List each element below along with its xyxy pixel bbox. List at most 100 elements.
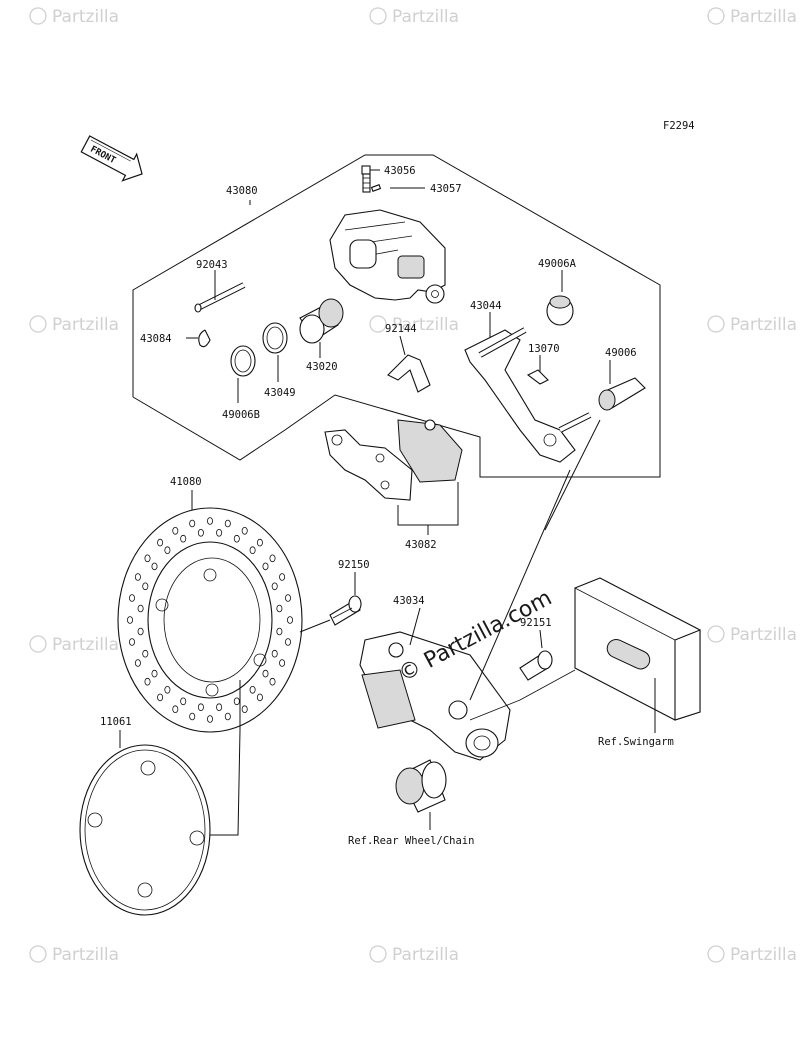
caliper-pin <box>194 282 246 313</box>
watermark-copyright-icon <box>707 625 725 643</box>
piston-seal <box>230 345 256 377</box>
disc-hole <box>164 546 171 554</box>
label-11061: 11061 <box>100 716 132 728</box>
disc-hole <box>172 705 179 713</box>
label-92144: 92144 <box>385 323 417 335</box>
disc-bolt <box>329 595 362 626</box>
disc-hole <box>249 546 256 554</box>
watermark-copyright-icon <box>369 7 387 25</box>
disc-hole <box>134 659 141 667</box>
caliper-bracket <box>464 327 592 463</box>
pad-spring <box>387 354 431 393</box>
disc-hole <box>127 616 134 624</box>
disc-hole <box>241 526 248 535</box>
disc-hole <box>197 703 204 711</box>
watermark: Partzilla <box>52 315 119 335</box>
disc-hole <box>269 554 276 563</box>
label-49006a: 49006A <box>538 258 577 270</box>
watermark: Partzilla <box>392 945 459 965</box>
label-43084: 43084 <box>140 333 172 345</box>
disc-hole <box>224 519 231 528</box>
watermark: Partzilla <box>52 635 119 655</box>
disc-hole <box>256 693 263 702</box>
disc-hole <box>206 517 213 525</box>
disc-hole <box>216 528 223 537</box>
watermark: Partzilla <box>52 7 119 27</box>
watermark: Partzilla <box>730 7 797 27</box>
watermark: Partzilla <box>730 315 797 335</box>
disc-hole <box>157 693 164 702</box>
part-labels: 43056 43057 43080 92043 49006A 43044 430… <box>100 165 674 847</box>
boot-49006 <box>598 377 646 411</box>
front-arrow-icon: FRONT <box>80 135 143 182</box>
disc-hole <box>271 649 278 658</box>
watermark-copyright-icon <box>369 945 387 963</box>
disc-hole <box>142 582 149 591</box>
disc-hole <box>128 638 135 646</box>
label-41080: 41080 <box>170 476 202 488</box>
label-43049: 43049 <box>264 387 296 399</box>
watermark: Partzilla <box>730 625 797 645</box>
label-49006b: 49006B <box>222 409 260 421</box>
label-92151: 92151 <box>520 617 552 629</box>
watermark-copyright-icon <box>29 315 47 333</box>
disc-hole <box>172 526 179 535</box>
disc-hole <box>206 715 213 723</box>
disc-hole <box>262 562 269 571</box>
label-43080: 43080 <box>226 185 258 197</box>
disc-hole <box>241 705 248 713</box>
label-43056: 43056 <box>384 165 416 177</box>
brake-pad-inner <box>397 419 463 483</box>
disc-hole <box>271 582 278 591</box>
watermark: Partzilla <box>730 945 797 965</box>
disc-hole <box>137 627 144 636</box>
watermark-copyright-icon <box>707 7 725 25</box>
piston <box>299 298 344 344</box>
disc-hole <box>164 685 171 694</box>
watermark-copyright-icon <box>29 635 47 653</box>
wheel-collar <box>395 759 447 813</box>
disc-hole <box>197 528 204 537</box>
disc-hole <box>151 669 158 678</box>
disc-hole <box>137 604 144 613</box>
brake-pad-outer <box>324 429 413 501</box>
label-43082: 43082 <box>405 539 437 551</box>
disc-hole <box>144 554 151 563</box>
watermark: Partzilla <box>392 315 459 335</box>
disc-hole <box>276 627 283 636</box>
label-ref-swingarm: Ref.Swingarm <box>598 736 674 748</box>
boot-49006a <box>546 295 574 326</box>
leader-lines <box>119 169 656 836</box>
pad-retainer <box>526 369 549 385</box>
label-13070: 13070 <box>528 343 560 355</box>
disc-hole <box>286 616 293 624</box>
disc-hole <box>284 638 291 646</box>
watermark-copyright-icon <box>29 945 47 963</box>
caliper-mounting-bracket <box>359 631 511 761</box>
watermark: Partzilla <box>392 7 459 27</box>
disc-hole <box>134 573 141 581</box>
disc-hole <box>189 519 196 528</box>
disc-hole <box>151 562 158 571</box>
disc-hole <box>142 649 149 658</box>
watermark-copyright-icon <box>369 315 387 333</box>
watermark: Partzilla <box>52 945 119 965</box>
disc-hole <box>189 712 196 721</box>
label-43020: 43020 <box>306 361 338 373</box>
watermark-copyright-icon <box>707 315 725 333</box>
disc-hole <box>216 703 223 711</box>
pin-clip <box>198 329 211 348</box>
disc-hole <box>256 538 263 547</box>
disc-hole <box>157 538 164 547</box>
label-49006: 49006 <box>605 347 637 359</box>
bracket-bolt <box>519 650 553 681</box>
caliper-body <box>329 209 446 304</box>
disc-gasket <box>79 744 211 916</box>
valve-cap <box>370 184 382 192</box>
disc-hole <box>144 677 151 686</box>
figure-code: F2294 <box>663 120 695 132</box>
swingarm <box>469 577 701 721</box>
disc-hole <box>279 573 286 581</box>
